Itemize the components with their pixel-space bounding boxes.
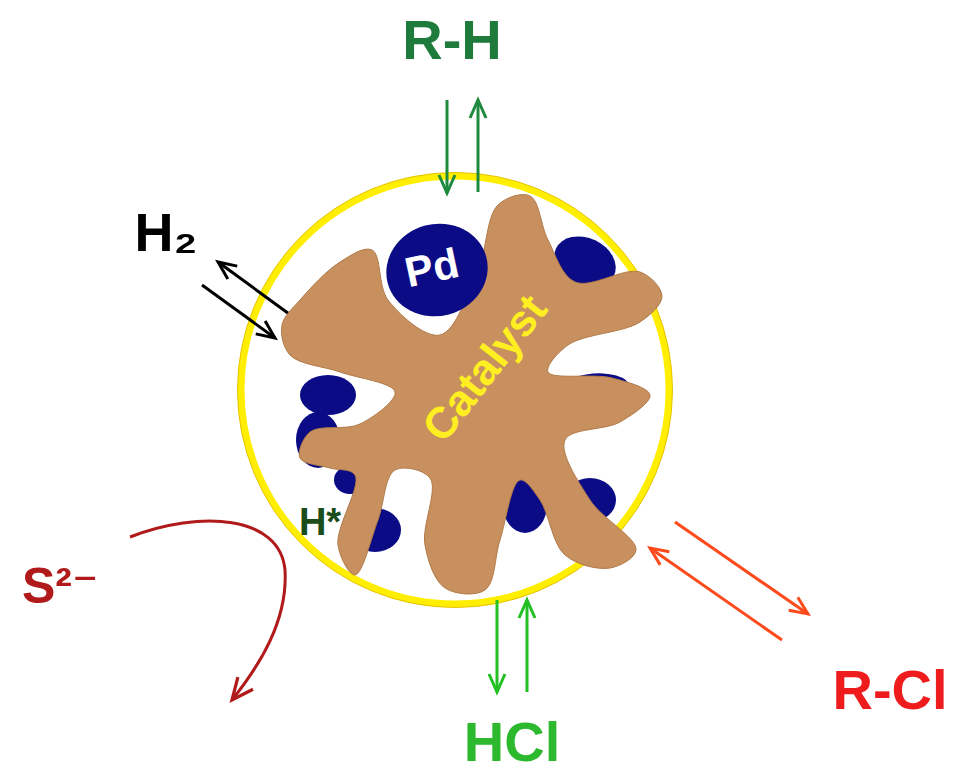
rejection-arrow (130, 521, 285, 700)
shell-edge (238, 173, 673, 608)
pd-particle: Pd (382, 220, 492, 320)
flux-arrow (446, 100, 449, 193)
flux-arrow (496, 600, 499, 692)
species-label: HCl (464, 714, 560, 770)
surface-species-label: H* (299, 503, 341, 541)
species-label: R-Cl (832, 662, 947, 718)
species-label: R-H (402, 12, 502, 68)
support-outline (282, 195, 662, 594)
species-label: H₂ (135, 205, 198, 259)
species-label: S²⁻ (22, 561, 98, 611)
flux-arrow (526, 600, 529, 692)
flux-arrow (477, 100, 480, 192)
flux-arrow (650, 548, 782, 640)
node-label: Pd (401, 242, 462, 294)
flux-arrow (218, 262, 292, 316)
flux-arrow (202, 285, 275, 338)
catalyst-support: CatalystPd (270, 190, 670, 600)
pd-outline (382, 220, 492, 320)
shell (241, 176, 669, 604)
flux-arrow (675, 522, 808, 614)
